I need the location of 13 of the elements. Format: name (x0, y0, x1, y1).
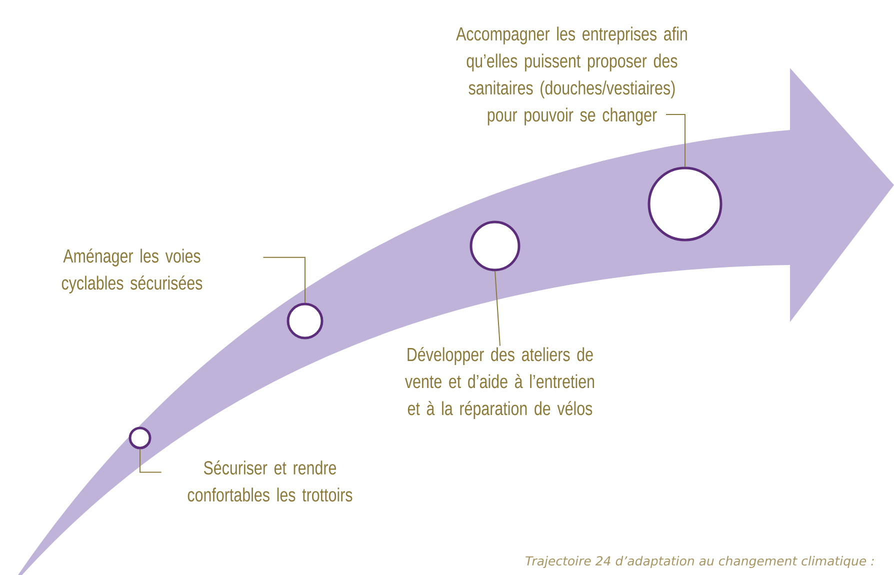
leader-line (494, 270, 500, 346)
caption: Trajectoire 24 d’adaptation au changement climatique : (526, 556, 874, 568)
milestone-circle (286, 302, 324, 340)
leader-line (262, 256, 306, 304)
leader-line (140, 448, 162, 473)
step-text: Développer des ateliers de vente et d’aide à l’entretien et à la réparation de vélos (405, 347, 594, 419)
step-text: Aménager les voies cyclables sécurisées (62, 248, 202, 294)
step-text: Sécuriser et rendre confortables les trottoirs (188, 460, 352, 502)
milestone-circle (128, 426, 152, 450)
leader-line (666, 114, 686, 168)
step-text: Accompagner les entreprises afin qu’elles puissent proposer des sanitaires (douches/vestiaires) pour pouvoir se changer (456, 26, 687, 126)
milestone-circle (648, 166, 722, 242)
milestone-circle (470, 220, 520, 272)
